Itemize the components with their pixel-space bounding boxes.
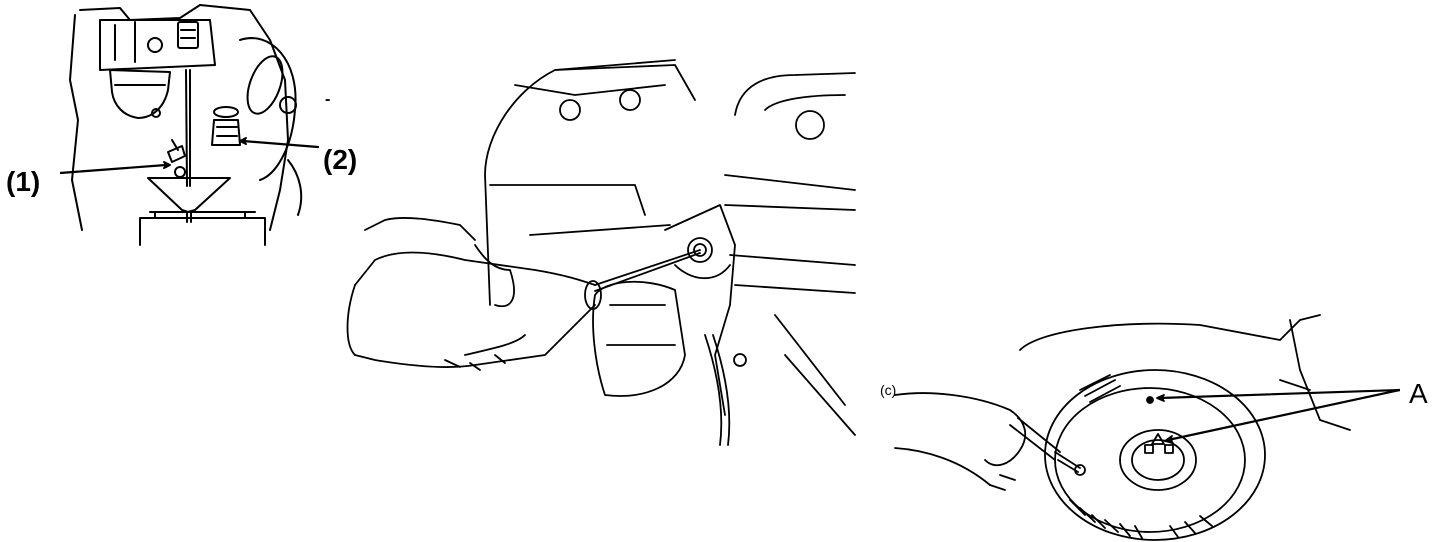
svg-text:(c): (c) xyxy=(880,382,896,398)
stray-mark: - xyxy=(325,92,330,108)
recoil-starter-illustration: (c) xyxy=(880,300,1400,542)
panel-drain-fuel xyxy=(60,0,340,250)
fill-oil-illustration xyxy=(345,55,865,475)
panel-recoil-starter: (c) xyxy=(880,300,1400,542)
callout-a-label: A xyxy=(1409,380,1428,408)
panel-fill-oil xyxy=(345,55,865,475)
drain-fuel-illustration xyxy=(60,0,340,250)
callout-1-label: (1) xyxy=(6,168,40,196)
